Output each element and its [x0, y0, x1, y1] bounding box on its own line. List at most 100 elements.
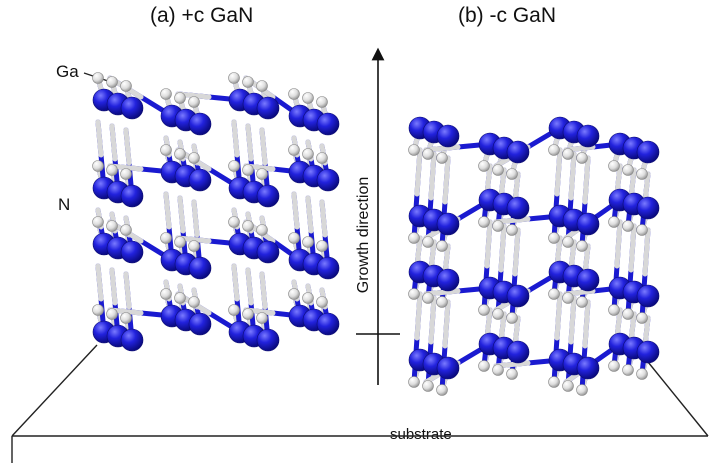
- gallium-atom: [188, 96, 200, 108]
- gallium-atom: [316, 296, 328, 308]
- gallium-atom: [174, 92, 186, 104]
- gallium-atom: [92, 160, 104, 172]
- bond: [442, 299, 451, 349]
- gallium-atom: [506, 312, 518, 324]
- nitrogen-atom: [576, 356, 600, 380]
- bond: [305, 195, 314, 234]
- nitrogen-atom: [316, 256, 340, 280]
- gallium-atom: [506, 224, 518, 236]
- gallium-atom: [622, 164, 634, 176]
- gallium-atom: [120, 224, 132, 236]
- gallium-atom: [302, 292, 314, 304]
- gallium-atom: [120, 80, 132, 92]
- gallium-atom: [160, 88, 172, 100]
- bond: [554, 291, 563, 341]
- bond: [614, 219, 623, 269]
- growth-arrow: [356, 47, 400, 385]
- gallium-atom: [548, 232, 560, 244]
- gallium-atom: [188, 296, 200, 308]
- nitrogen-atom: [120, 184, 144, 208]
- bond: [414, 147, 423, 197]
- gallium-atom: [608, 160, 620, 172]
- gallium-atom: [242, 308, 254, 320]
- nitrogen-atom: [256, 184, 280, 208]
- nitrogen-atom: [316, 168, 340, 192]
- bond: [414, 291, 423, 341]
- gallium-atom: [492, 308, 504, 320]
- gallium-atom: [174, 292, 186, 304]
- gallium-atom: [492, 364, 504, 376]
- panel-a-atoms: [92, 72, 340, 352]
- substrate-label: substrate: [390, 426, 452, 443]
- gallium-atom: [436, 296, 448, 308]
- gallium-atom: [316, 152, 328, 164]
- gallium-atom: [422, 236, 434, 248]
- gallium-atom: [256, 312, 268, 324]
- bond: [319, 199, 328, 238]
- gallium-atom: [622, 220, 634, 232]
- gallium-atom: [174, 236, 186, 248]
- gallium-atom: [92, 216, 104, 228]
- nitrogen-atom: [436, 356, 460, 380]
- gallium-atom: [422, 148, 434, 160]
- gallium-atom: [422, 292, 434, 304]
- nitrogen-atom: [188, 112, 212, 136]
- nitrogen-atom: [188, 312, 212, 336]
- panel-a-title: (a) +c GaN: [150, 4, 254, 27]
- gallium-atom: [92, 304, 104, 316]
- nitrogen-atom: [256, 328, 280, 352]
- gallium-atom: [478, 304, 490, 316]
- n-atom-label: N: [58, 195, 71, 214]
- gallium-atom: [562, 380, 574, 392]
- gallium-atom: [188, 152, 200, 164]
- gallium-atom: [636, 368, 648, 380]
- bond: [291, 191, 300, 230]
- bond: [428, 151, 437, 201]
- gallium-atom: [228, 304, 240, 316]
- gallium-atom: [636, 224, 648, 236]
- gallium-atom: [92, 72, 104, 84]
- gallium-atom: [576, 152, 588, 164]
- gallium-atom: [478, 216, 490, 228]
- gallium-atom: [562, 148, 574, 160]
- nitrogen-atom: [636, 340, 660, 364]
- gallium-atom: [242, 76, 254, 88]
- nitrogen-atom: [436, 212, 460, 236]
- gallium-atom: [288, 88, 300, 100]
- bond: [442, 155, 451, 205]
- panel-b-atoms: [408, 116, 660, 396]
- bond: [582, 155, 591, 205]
- gallium-atom: [506, 168, 518, 180]
- nitrogen-atom: [636, 140, 660, 164]
- gallium-atom: [288, 232, 300, 244]
- gallium-atom: [408, 232, 420, 244]
- gallium-atom: [506, 368, 518, 380]
- gallium-atom: [562, 236, 574, 248]
- gallium-atom: [302, 148, 314, 160]
- gallium-atom: [242, 164, 254, 176]
- nitrogen-atom: [506, 196, 530, 220]
- gallium-atom: [622, 308, 634, 320]
- gallium-atom: [302, 236, 314, 248]
- bond: [642, 227, 651, 277]
- gallium-atom: [408, 376, 420, 388]
- gallium-atom: [478, 360, 490, 372]
- nitrogen-atom: [506, 140, 530, 164]
- bond: [512, 227, 521, 277]
- substrate-plane: [11, 344, 709, 463]
- nitrogen-atom: [120, 96, 144, 120]
- bond: [95, 263, 104, 302]
- panel-b-title: (b) -c GaN: [458, 4, 557, 27]
- gallium-atom: [106, 220, 118, 232]
- bond: [484, 219, 493, 269]
- bond: [95, 119, 104, 158]
- bond: [231, 263, 240, 302]
- gallium-atom: [120, 168, 132, 180]
- gallium-atom: [636, 168, 648, 180]
- bond: [582, 299, 591, 349]
- gallium-atom: [492, 164, 504, 176]
- bond: [259, 127, 268, 166]
- gallium-atom: [548, 376, 560, 388]
- gallium-atom: [436, 384, 448, 396]
- nitrogen-atom: [506, 340, 530, 364]
